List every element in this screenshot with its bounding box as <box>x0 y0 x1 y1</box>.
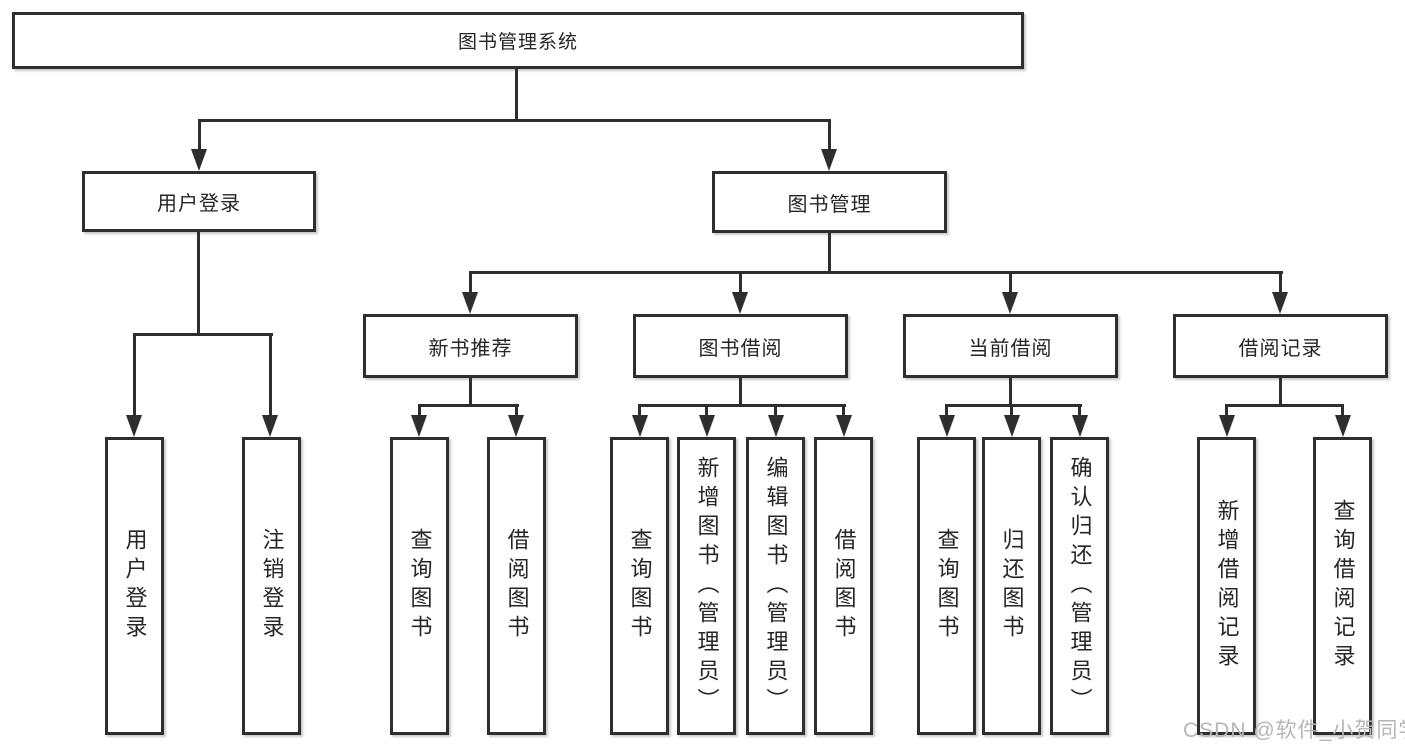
connector-line <box>842 407 845 415</box>
connector-line <box>739 274 742 293</box>
connector-line <box>418 407 421 415</box>
arrow-down-icon <box>411 415 427 437</box>
connector-line <box>1078 407 1081 415</box>
connector-line <box>1279 274 1282 293</box>
node-library-system: 图书管理系统 <box>12 12 1024 69</box>
leaf-query-books-1: 查询图书 <box>390 437 449 735</box>
connector-line <box>418 404 519 407</box>
arrow-down-icon <box>768 415 784 437</box>
connector-line <box>705 407 708 415</box>
connector-line <box>197 232 200 335</box>
connector-line <box>198 122 201 151</box>
arrow-down-icon <box>1219 415 1235 437</box>
connector-line <box>739 378 742 407</box>
connector-line <box>133 333 273 336</box>
node-borrow-records: 借阅记录 <box>1173 314 1388 378</box>
leaf-borrow-books-2: 借阅图书 <box>814 437 873 735</box>
leaf-label: 查询借阅记录 <box>1330 499 1356 673</box>
connector-line <box>945 404 1082 407</box>
leaf-return-books: 归还图书 <box>982 437 1041 735</box>
arrow-down-icon <box>632 415 648 437</box>
connector-line <box>774 407 777 415</box>
connector-line <box>469 271 1283 274</box>
leaf-label: 查询图书 <box>407 528 433 644</box>
connector-line <box>469 274 472 293</box>
arrow-down-icon <box>1072 415 1088 437</box>
connector-line <box>1225 404 1344 407</box>
connector-line <box>1225 407 1228 415</box>
leaf-label: 新增借阅记录 <box>1214 499 1240 673</box>
leaf-edit-books-admin: 编辑图书（管理员） <box>746 437 805 735</box>
leaf-query-borrow-record: 查询借阅记录 <box>1313 437 1372 735</box>
node-current-borrow: 当前借阅 <box>903 314 1118 378</box>
leaf-label: 查询图书 <box>627 528 653 644</box>
connector-line <box>1009 378 1012 407</box>
arrow-down-icon <box>821 149 837 171</box>
arrow-down-icon <box>732 292 748 314</box>
connector-line <box>198 119 831 122</box>
leaf-query-books-2: 查询图书 <box>610 437 669 735</box>
connector-line <box>133 336 136 415</box>
leaf-query-books-3: 查询图书 <box>917 437 976 735</box>
leaf-label: 注销登录 <box>259 528 285 644</box>
leaf-logout: 注销登录 <box>242 437 301 735</box>
connector-line <box>469 378 472 407</box>
connector-line <box>945 407 948 415</box>
arrow-down-icon <box>126 415 142 437</box>
leaf-label: 确认归还（管理员） <box>1067 455 1093 717</box>
arrow-down-icon <box>262 415 278 437</box>
leaf-confirm-return-admin: 确认归还（管理员） <box>1050 437 1109 735</box>
connector-line <box>828 233 831 273</box>
arrow-down-icon <box>1002 292 1018 314</box>
connector-line <box>1279 378 1282 407</box>
node-new-book-recommend: 新书推荐 <box>363 314 578 378</box>
arrow-down-icon <box>1004 415 1020 437</box>
leaf-label: 借阅图书 <box>504 528 530 644</box>
csdn-watermark: CSDN @软件_小贺同学 <box>1183 719 1405 742</box>
connector-line <box>269 336 272 415</box>
leaf-label: 用户登录 <box>122 528 148 644</box>
leaf-label: 新增图书（管理员） <box>694 455 720 717</box>
connector-line <box>828 122 831 151</box>
arrow-down-icon <box>836 415 852 437</box>
leaf-borrow-books-1: 借阅图书 <box>487 437 546 735</box>
arrow-down-icon <box>1335 415 1351 437</box>
arrow-down-icon <box>1272 292 1288 314</box>
connector-line <box>638 404 846 407</box>
leaf-label: 编辑图书（管理员） <box>763 455 789 717</box>
connector-line <box>1009 274 1012 293</box>
arrow-down-icon <box>462 292 478 314</box>
leaf-user-login: 用户登录 <box>105 437 164 735</box>
arrow-down-icon <box>191 149 207 171</box>
leaf-label: 归还图书 <box>999 528 1025 644</box>
leaf-label: 查询图书 <box>934 528 960 644</box>
node-book-management: 图书管理 <box>712 171 947 233</box>
arrow-down-icon <box>699 415 715 437</box>
connector-line <box>515 407 518 415</box>
leaf-add-books-admin: 新增图书（管理员） <box>677 437 736 735</box>
node-book-borrow: 图书借阅 <box>633 314 848 378</box>
node-user-login: 用户登录 <box>82 171 316 232</box>
connector-line <box>638 407 641 415</box>
connector-line <box>1010 407 1013 415</box>
arrow-down-icon <box>508 415 524 437</box>
leaf-add-borrow-record: 新增借阅记录 <box>1197 437 1256 735</box>
arrow-down-icon <box>939 415 955 437</box>
leaf-label: 借阅图书 <box>831 528 857 644</box>
connector-line <box>1341 407 1344 415</box>
connector-line <box>515 69 518 120</box>
